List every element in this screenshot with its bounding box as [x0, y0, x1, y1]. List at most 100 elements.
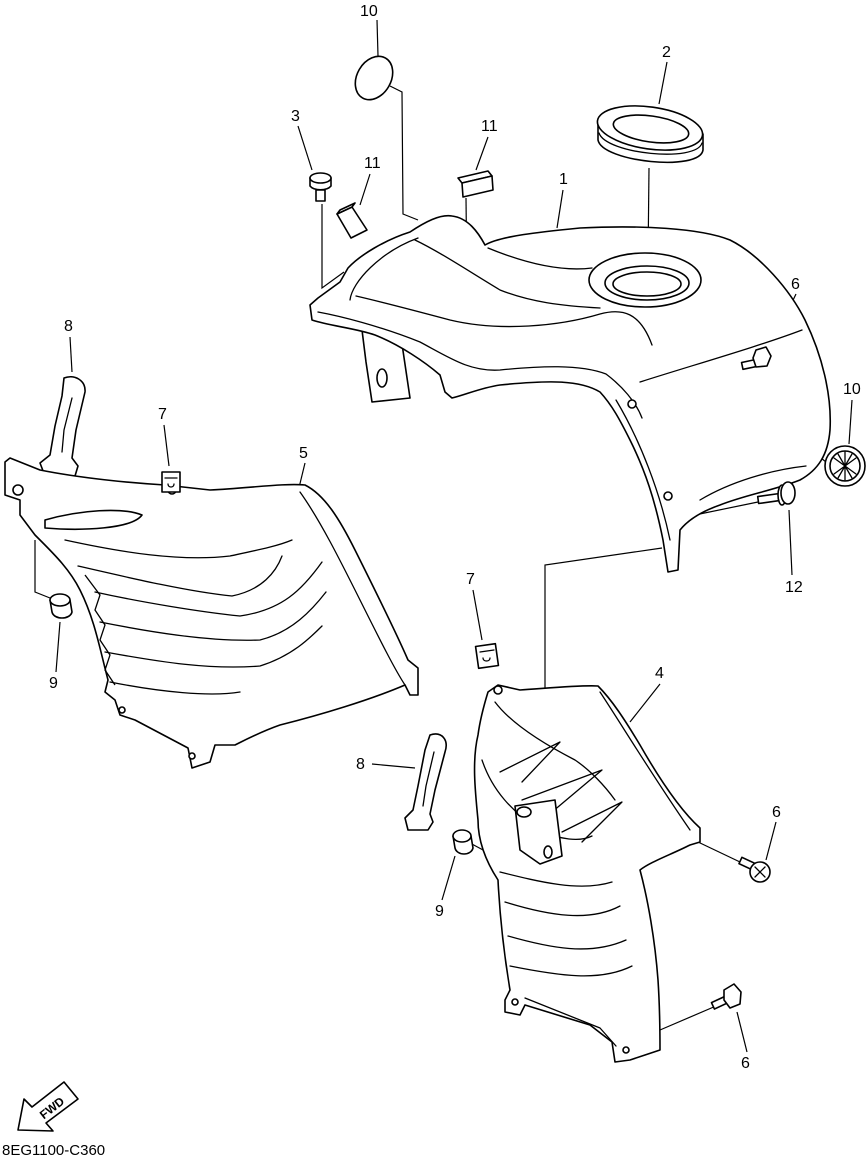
side-cover-4-lip: [494, 701, 616, 801]
drawing-code: 8EG1100-C360: [2, 1142, 105, 1159]
callout-clip-lower: 7: [466, 571, 475, 588]
side-cover-4-rib-3: [507, 935, 627, 950]
side-cover-4-tab-bottom-hole: [511, 998, 519, 1006]
side-cover-4-fin-3: [561, 801, 623, 843]
part-7-clip-upper: [161, 471, 181, 493]
grip-8-lower-body: [404, 733, 447, 831]
callouts: 10 2 3 11 11 1 8 7 5 6 10 12 9 7 4 8 6 9…: [49, 3, 861, 1072]
grommet-9-left-top: [49, 593, 71, 607]
callout-tank-cover: 1: [559, 171, 568, 188]
leader-2-ring: [658, 61, 668, 105]
side-cover-5-lower-hole: [118, 706, 126, 714]
clip-7-lower-detail: [479, 649, 495, 662]
leader-8-lower: [371, 763, 416, 769]
callout-bolt-3: 3: [291, 108, 300, 125]
part-1-tank-cover: [309, 214, 832, 573]
callout-bolt-6-middle: 6: [772, 804, 781, 821]
part-8-grip-upper: [39, 376, 86, 477]
piece-11-right-front: [461, 175, 494, 198]
part-11-piece-right: [457, 170, 494, 198]
callout-emblem: 10: [843, 381, 861, 398]
tank-cover-lower-ridge: [699, 465, 807, 501]
part-11-piece-left: [336, 202, 368, 239]
side-cover-5-rib-3: [94, 561, 323, 617]
bolt-6-bottom-head: [723, 983, 742, 1009]
leader-8-upper: [69, 336, 73, 373]
side-cover-5-inner-edge: [299, 491, 406, 686]
part-6-bolt-bottom: [710, 983, 742, 1010]
side-cover-4-tab-hole-lower: [543, 845, 553, 859]
bolt-6-upper-head: [752, 346, 772, 368]
tank-cover-screw-hole: [627, 399, 637, 409]
side-cover-4-fin-1: [499, 741, 561, 783]
grip-8-lower-slot: [422, 751, 435, 807]
part-4-side-cover: [473, 684, 701, 1063]
leader-12-bolt: [788, 509, 793, 576]
callout-piece-11-right: 11: [481, 118, 498, 135]
callout-side-cover-5: 5: [299, 445, 308, 462]
side-cover-5-rib-4: [99, 591, 327, 641]
side-cover-4-fin-2: [521, 769, 603, 813]
leader-6-middle: [765, 821, 777, 861]
tank-cover-ridge: [355, 295, 653, 346]
side-cover-4-rib-4: [509, 965, 633, 977]
part-5-side-cover: [4, 457, 419, 769]
tank-cover-side-line: [639, 329, 803, 383]
leader-9-left: [55, 621, 61, 673]
emblem-tuning-fork-icon: [833, 451, 857, 481]
side-cover-4-outline: [473, 684, 701, 1063]
leader-4-side-cover: [629, 683, 661, 723]
assembly-line-bolt-6-bottom: [659, 1005, 717, 1031]
leader-11-right: [475, 136, 489, 171]
side-cover-5-rib-5: [104, 625, 323, 668]
part-8-grip-lower: [404, 733, 447, 831]
side-cover-5-rib-6: [109, 681, 241, 695]
leader-6-bottom: [736, 1011, 748, 1053]
assembly-line-cover-4: [544, 547, 663, 690]
side-cover-5-tab-hole: [188, 752, 196, 760]
ring-hole: [612, 114, 690, 144]
grommet-9-right-top: [452, 829, 472, 843]
leader-1-tank-cover: [556, 189, 564, 229]
grip-8-upper-body: [39, 376, 86, 477]
clip-7-lower-body: [474, 642, 500, 670]
bolt-12-shank: [756, 492, 782, 505]
fwd-arrow-icon: FWD: [17, 1081, 79, 1132]
side-cover-5-rib-1: [64, 539, 293, 559]
part-2-ring: [596, 105, 704, 164]
tank-cover-outline: [309, 214, 832, 573]
part-9-grommet-right: [452, 829, 474, 855]
leader-7-upper: [163, 424, 170, 467]
tank-cover-recess: [414, 239, 601, 309]
tank-cover-rim: [317, 311, 643, 419]
bolt-3-shank: [315, 189, 326, 202]
side-cover-4-rib-2: [504, 901, 621, 917]
leader-7-lower: [472, 589, 483, 641]
tank-cover-filler-inner: [612, 271, 682, 297]
leader-9-right: [441, 855, 456, 901]
part-10-cap: [354, 55, 394, 101]
side-cover-4-rib-1: [499, 871, 613, 887]
tank-cover-swoosh: [487, 247, 593, 270]
leader-10-cap: [376, 19, 379, 57]
callout-bolt-6-upper: 6: [791, 276, 800, 293]
callout-clip-upper: 7: [158, 406, 167, 423]
phillips-cross-icon: [754, 866, 766, 878]
clip-7-upper-detail: [164, 477, 178, 488]
part-7-clip-lower: [474, 642, 500, 670]
part-3-bolt: [309, 172, 332, 202]
callout-cap-top: 10: [360, 3, 378, 20]
leader-lines: [55, 19, 853, 1053]
leader-11-left: [359, 173, 371, 206]
tank-cover-edge: [349, 237, 419, 301]
side-cover-5-rib-2: [77, 555, 283, 597]
callout-bolt-6-bottom: 6: [741, 1055, 750, 1072]
callout-grommet-left: 9: [49, 675, 58, 692]
fwd-arrow-shape: [17, 1081, 79, 1132]
tank-cover-side-flank: [615, 399, 671, 541]
callout-grommet-right: 9: [435, 903, 444, 920]
part-6-bolt-middle: [738, 856, 771, 883]
leader-10-emblem: [848, 399, 853, 445]
callout-ring: 2: [662, 44, 671, 61]
side-cover-5-hole: [12, 484, 24, 496]
